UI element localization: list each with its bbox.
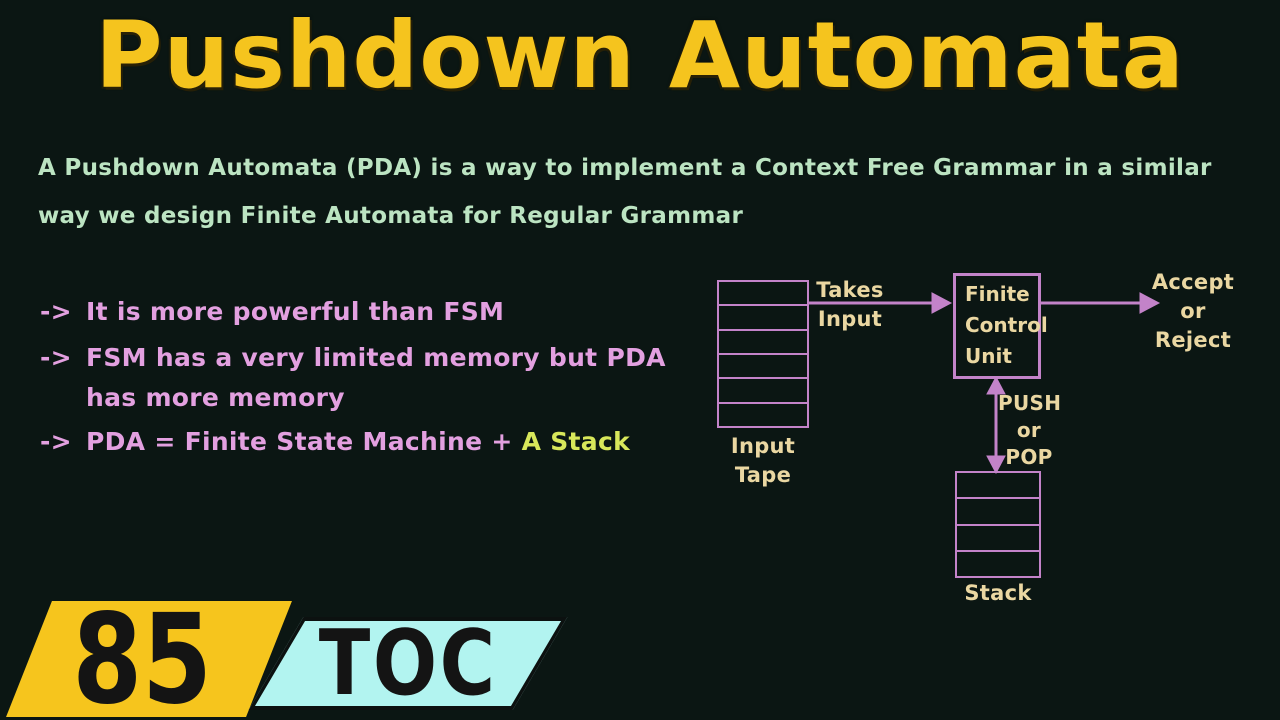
accept-reject-label: Accept or Reject (1151, 270, 1235, 352)
input-tape-box (717, 280, 809, 428)
accept-output-arrow-icon (1039, 292, 1161, 314)
bullet-item-3-main: PDA = Finite State Machine + (86, 427, 522, 456)
bullet-item-2-text-continued: has more memory (86, 383, 345, 412)
intro-paragraph: A Pushdown Automata (PDA) is a way to im… (38, 144, 1263, 240)
episode-number-badge: 85 (6, 587, 292, 720)
cell-row (719, 306, 807, 331)
stack-box (955, 471, 1041, 578)
cell-row (719, 331, 807, 355)
input-tape-label: Input Tape (730, 434, 796, 487)
bullet-item-1-text: It is more powerful than FSM (86, 297, 505, 326)
cell-row (719, 379, 807, 404)
push-pop-label: PUSH or POP (998, 391, 1062, 469)
bullet-item-3-highlight: A Stack (521, 427, 631, 456)
diagram-arrows (807, 292, 1161, 475)
bullet-item-2: -> FSM has a very limited memory but PDA (40, 338, 690, 378)
intro-line-2: way we design Finite Automata for Regula… (38, 203, 744, 229)
bullet-arrow-icon: -> (40, 297, 72, 326)
series-badge: TOC (248, 610, 568, 716)
cell-row (957, 499, 1039, 526)
bullet-arrow-icon: -> (40, 427, 72, 456)
stack-label: Stack (964, 581, 1032, 605)
episode-number: 85 (72, 586, 212, 720)
cell-row (719, 355, 807, 380)
push-pop-double-arrow-icon (986, 375, 1006, 475)
cell-row (957, 526, 1039, 552)
takes-input-arrow-icon (807, 292, 953, 314)
takes-input-label: Takes Input (816, 278, 884, 331)
bullet-item-3-text: PDA = Finite State Machine + A Stack (86, 422, 630, 462)
cell-row (719, 282, 807, 307)
bullet-item-1: -> It is more powerful than FSM (40, 292, 690, 332)
bullet-arrow-icon: -> (40, 343, 72, 372)
intro-line-1: A Pushdown Automata (PDA) is a way to im… (38, 155, 1212, 181)
bullet-item-2-text: FSM has a very limited memory but PDA (86, 343, 666, 372)
bullet-list: -> It is more powerful than FSM -> FSM h… (40, 292, 690, 462)
series-abbreviation: TOC (318, 610, 498, 716)
cell-row (957, 473, 1039, 500)
page-title: Pushdown Automata (95, 2, 1185, 109)
bullet-item-3: -> PDA = Finite State Machine + A Stack (40, 422, 690, 462)
finite-control-unit-box: Finite Control Unit (953, 273, 1048, 379)
bullet-item-2-continued: has more memory (86, 378, 690, 418)
